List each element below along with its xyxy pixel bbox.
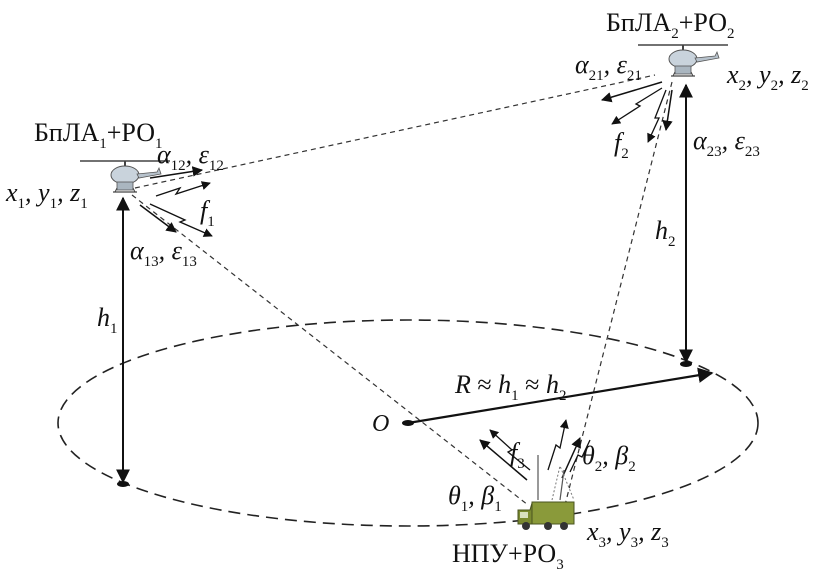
ground-emission-3 — [569, 439, 591, 473]
uav2-angles-23: α23, ε23 — [693, 126, 760, 160]
ground-angles-1: θ1, β1 — [448, 481, 502, 515]
uav2-angles-21: α21, ε21 — [575, 50, 642, 84]
uav2-emission-2 — [647, 89, 667, 143]
ground-theta2-arrow — [561, 437, 581, 479]
uav2-emission-1 — [611, 87, 663, 125]
uav1-angles-13: α13, ε13 — [130, 236, 197, 270]
uav2-height-label: h2 — [655, 216, 676, 250]
radius-label: R ≈ h1 ≈ h2 — [455, 370, 567, 404]
ground-ellipse — [57, 319, 759, 527]
link-uav2-ground — [564, 81, 673, 506]
ground-coords: x3, y3, z3 — [587, 517, 669, 551]
uav2-alpha21-arrow — [600, 81, 663, 103]
ground-truck-icon — [517, 455, 575, 530]
uav2-title: БпЛА2+РО2 — [606, 8, 735, 42]
center-label: O — [372, 411, 390, 437]
link-uav1-uav2 — [134, 74, 656, 189]
ground-angles-2: θ2, β2 — [582, 441, 636, 475]
uav1-coords: x1, y1, z1 — [6, 178, 88, 212]
uav2-coords: x2, y2, z2 — [727, 60, 809, 94]
uav1-height-label: h1 — [97, 303, 118, 337]
radius-arrow — [407, 367, 714, 425]
ground-emission-1 — [489, 429, 531, 471]
uav1-emission-2 — [149, 203, 213, 237]
uav1-drone-icon — [80, 160, 170, 193]
uav2-drone-icon — [638, 44, 728, 77]
ground-freq: f3 — [510, 438, 525, 472]
ground-theta1-arrow — [479, 439, 528, 481]
uav1-freq: f1 — [200, 196, 215, 230]
uav1-angles-12: α12, ε12 — [157, 140, 224, 174]
uav1-emission-1 — [155, 181, 211, 197]
h2-foot-marker — [680, 361, 692, 367]
ground-emission-2 — [547, 419, 569, 471]
uav1-title: БпЛА1+РО1 — [34, 118, 163, 152]
h1-foot-marker — [117, 481, 129, 487]
center-dot — [402, 420, 414, 426]
uav1-alpha12-arrow — [149, 166, 204, 179]
uav1-alpha13-arrow — [139, 204, 177, 233]
ground-title: НПУ+РО3 — [452, 539, 564, 573]
uav2-alpha23-arrow — [662, 89, 673, 132]
uav2-freq: f2 — [614, 128, 629, 162]
link-uav1-ground — [131, 194, 529, 506]
